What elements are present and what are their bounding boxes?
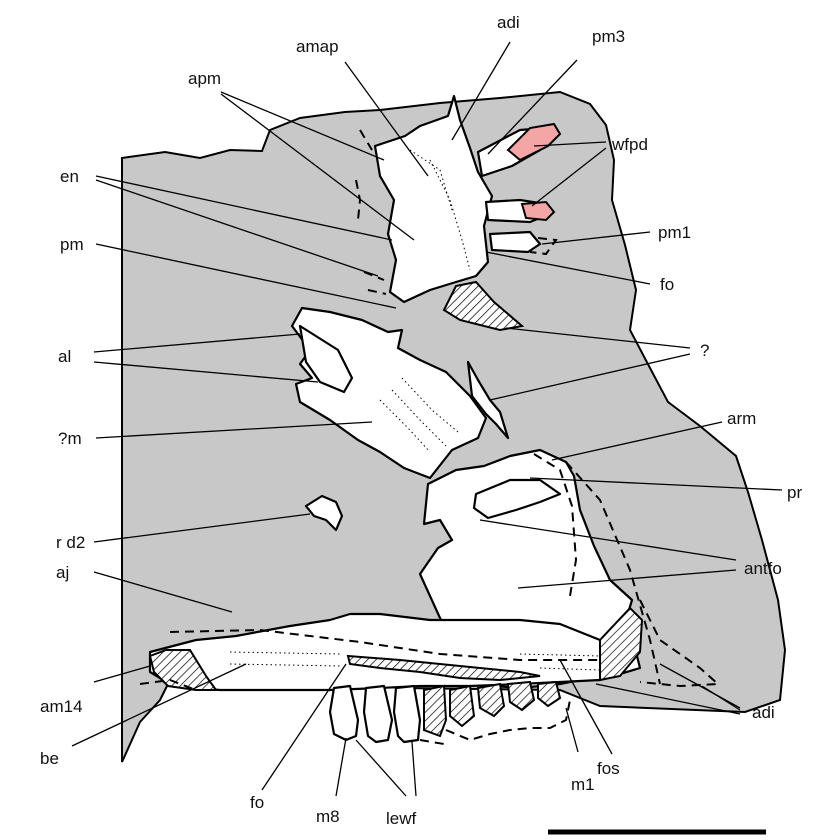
label-amap: amap (296, 37, 339, 56)
label-adi-top: adi (497, 13, 520, 32)
label-pr: pr (787, 483, 802, 502)
label-rd2: r d2 (56, 533, 85, 552)
label-qm: ?m (58, 429, 82, 448)
label-question: ? (700, 341, 709, 360)
pm2-pink (522, 202, 554, 220)
label-fo-bottom: fo (250, 793, 264, 812)
tooth-4 (450, 686, 474, 726)
label-pm1: pm1 (658, 223, 691, 242)
label-wfpd: wfpd (611, 135, 648, 154)
label-aj: aj (56, 563, 69, 582)
tooth-2 (508, 682, 534, 710)
label-adi-bottom: adi (752, 703, 775, 722)
pm1-tooth (490, 232, 540, 252)
label-al: al (58, 347, 71, 366)
tooth-5 (424, 686, 446, 736)
label-en: en (60, 167, 79, 186)
tooth-7 (364, 686, 392, 742)
label-apm: apm (188, 69, 221, 88)
tooth-m1 (538, 682, 560, 706)
label-m8: m8 (316, 807, 340, 826)
label-pm3: pm3 (592, 27, 625, 46)
tooth-6 (394, 686, 420, 742)
label-lewf: lewf (386, 809, 417, 828)
label-fo-right: fo (660, 275, 674, 294)
label-am14: am14 (40, 697, 83, 716)
label-pm: pm (60, 235, 84, 254)
tooth-row (330, 682, 570, 744)
label-arm: arm (727, 409, 756, 428)
label-antfo: antfo (744, 559, 782, 578)
label-m1: m1 (571, 775, 595, 794)
label-fos: fos (597, 759, 620, 778)
tooth-3 (478, 684, 504, 716)
label-be: be (40, 749, 59, 768)
tooth-m8 (330, 686, 358, 740)
